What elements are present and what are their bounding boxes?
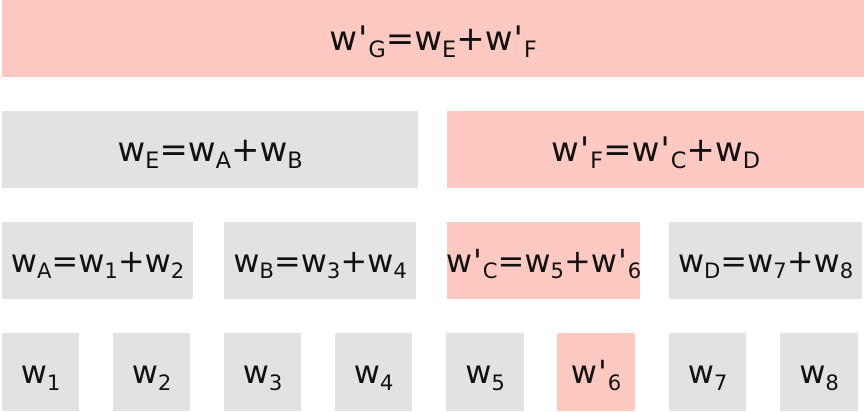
formula-text: w <box>353 353 380 391</box>
formula-text: w <box>551 129 579 170</box>
formula-text: w <box>677 241 705 280</box>
formula-text: +w <box>686 129 743 170</box>
formula-subscript: 4 <box>393 258 407 284</box>
node-root-wg: w'G=wE+w'F <box>2 0 864 77</box>
node-formula: w4 <box>353 353 394 395</box>
formula-subscript: 4 <box>379 369 394 395</box>
formula-text: =w <box>720 241 774 280</box>
formula-text: w <box>799 353 826 391</box>
formula-subscript: F <box>523 36 537 63</box>
node-we: wE=wA+wB <box>2 111 418 188</box>
formula-prime: ' <box>513 18 523 59</box>
formula-subscript: C <box>670 147 687 174</box>
formula-subscript: 2 <box>157 369 172 395</box>
node-formula: wB=w3+w4 <box>233 241 407 284</box>
formula-text: +w <box>786 241 840 280</box>
formula-subscript: E <box>442 36 457 63</box>
formula-subscript: F <box>590 147 604 174</box>
formula-prime: ' <box>617 241 627 280</box>
node-formula: wD=w7+w8 <box>677 241 854 284</box>
formula-subscript: B <box>287 147 303 174</box>
formula-subscript: 5 <box>491 369 505 395</box>
formula-text: +w <box>340 241 394 280</box>
formula-subscript: 7 <box>773 258 787 284</box>
formula-text: w <box>329 18 357 59</box>
formula-subscript: D <box>742 147 760 174</box>
node-formula: w'G=wE+w'F <box>329 18 537 63</box>
formula-subscript: 3 <box>268 369 283 395</box>
formula-subscript: 3 <box>326 258 341 284</box>
node-formula: w'F=w'C+wD <box>551 129 760 174</box>
formula-text: w <box>131 353 158 391</box>
formula-subscript: A <box>36 258 52 284</box>
formula-text: w <box>687 353 714 391</box>
formula-text: =w <box>497 241 551 280</box>
formula-prime: ' <box>473 241 482 280</box>
formula-subscript: C <box>482 258 498 284</box>
formula-prime: ' <box>579 129 590 170</box>
formula-text: w <box>465 353 492 391</box>
formula-subscript: 6 <box>607 369 622 395</box>
leaf-w1: w1 <box>2 333 79 411</box>
node-formula: w'C=w5+w'6 <box>445 241 642 284</box>
node-formula: w2 <box>131 353 172 395</box>
leaf-w5: w5 <box>446 333 524 411</box>
formula-prime: ' <box>358 18 368 59</box>
leaf-w7: w7 <box>669 333 746 411</box>
node-wf: w'F=w'C+wD <box>447 111 864 188</box>
formula-text: =w <box>385 18 443 59</box>
formula-subscript: G <box>368 36 386 63</box>
formula-text: w <box>570 353 597 391</box>
node-wb: wB=w3+w4 <box>224 222 416 299</box>
node-formula: w5 <box>465 353 505 395</box>
formula-subscript: B <box>259 258 274 284</box>
formula-text: +w <box>117 241 171 280</box>
formula-subscript: 1 <box>46 369 61 395</box>
formula-subscript: 5 <box>550 258 564 284</box>
formula-prime: ' <box>660 129 670 170</box>
formula-text: =w <box>159 129 216 170</box>
formula-text: w <box>10 241 37 280</box>
formula-text: w <box>233 241 260 280</box>
formula-subscript: 8 <box>825 369 839 395</box>
node-formula: wE=wA+wB <box>117 129 302 174</box>
node-formula: w3 <box>242 353 283 395</box>
formula-subscript: 2 <box>170 258 185 284</box>
leaf-w8: w8 <box>780 333 858 411</box>
node-wd: wD=w7+w8 <box>669 222 862 299</box>
formula-text: w <box>20 353 47 391</box>
node-formula: w7 <box>687 353 728 395</box>
node-formula: w8 <box>799 353 839 395</box>
formula-subscript: D <box>704 258 721 284</box>
node-formula: w1 <box>20 353 61 395</box>
node-wa: wA=w1+w2 <box>2 222 193 299</box>
formula-text: +w <box>563 241 617 280</box>
formula-text: w <box>242 353 269 391</box>
formula-subscript: 8 <box>839 258 854 284</box>
leaf-w3: w3 <box>224 333 301 411</box>
formula-text: +w <box>230 129 288 170</box>
formula-subscript: 1 <box>104 258 118 284</box>
leaf-w6: w'6 <box>557 333 635 411</box>
node-formula: wA=w1+w2 <box>10 241 185 284</box>
formula-subscript: A <box>215 147 231 174</box>
formula-subscript: 7 <box>713 369 728 395</box>
formula-text: =w <box>273 241 327 280</box>
formula-text: w <box>445 241 472 280</box>
formula-text: +w <box>456 18 513 59</box>
formula-text: w <box>117 129 146 170</box>
formula-text: =w <box>51 241 105 280</box>
formula-subscript: 6 <box>627 258 642 284</box>
leaf-w2: w2 <box>113 333 190 411</box>
node-wc: w'C=w5+w'6 <box>445 222 642 299</box>
node-formula: w'6 <box>570 353 621 395</box>
formula-prime: ' <box>597 353 607 391</box>
formula-subscript: E <box>145 147 160 174</box>
formula-text: =w <box>603 129 660 170</box>
leaf-w4: w4 <box>335 333 412 411</box>
